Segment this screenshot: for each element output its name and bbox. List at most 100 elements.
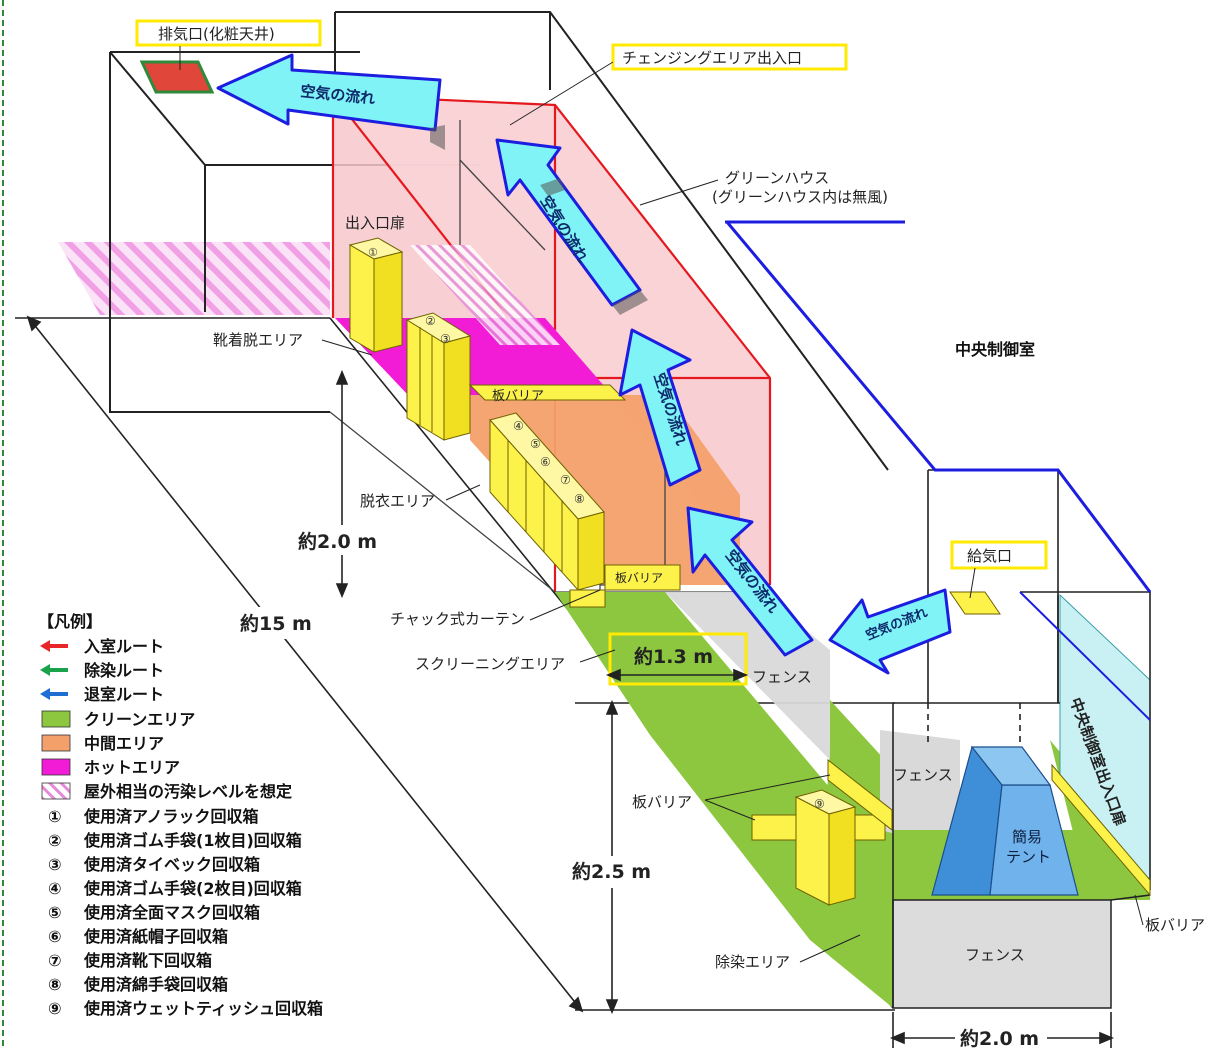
air-flow-arrow-diag-3 [686,506,814,657]
air-supply-vent [949,591,1001,615]
legend-item-2: ② 使用済ゴム手袋(1枚目)回収箱 [48,831,302,850]
svg-text:使用済全面マスク回収箱: 使用済全面マスク回収箱 [83,903,260,922]
arrow-shadows [430,125,648,315]
plate-barrier-label-4: 板バリア [1145,916,1205,934]
svg-text:退室ルート: 退室ルート [84,685,164,704]
legend-route-exit: 退室ルート [40,685,164,704]
svg-text:屋外相当の汚染レベルを想定: 屋外相当の汚染レベルを想定 [84,782,292,801]
route-line-main [725,221,1152,593]
fence-label-3: フェンス [965,946,1025,964]
bin-number-1: ① [368,246,378,259]
supply-leader [969,567,976,599]
bin-1 [348,237,404,353]
greenhouse-label-1: グリーンハウス [725,169,829,187]
decon-area-label: 除染エリア [715,953,790,971]
central-control-label: 中央制御室 [955,340,1035,359]
fence-label-2: フェンス [893,766,953,784]
dim-15m-bg [232,607,322,639]
exhaust-label: 排気口(化粧天井) [158,25,275,43]
bin-4-8 [489,412,605,592]
legend-area-outdoor: 屋外相当の汚染レベルを想定 [41,782,292,801]
svg-text:クリーンエリア: クリーンエリア [84,710,195,729]
bin-number-9: ⑨ [814,797,825,811]
svg-text:ホットエリア: ホットエリア [84,758,180,777]
bin-number-6: ⑥ [540,455,551,469]
dim-height-2m: 約2.0 m [298,530,377,553]
width-1-3m-box [608,632,748,686]
simple-tent-label-1: 簡易 [1012,828,1042,846]
bin-number-2: ② [425,314,436,328]
simple-tent-label-2: テント [1006,848,1051,866]
legend-area-clean: クリーンエリア [41,710,195,729]
simple-tent-top [970,746,1052,786]
zipper-curtain-leader [529,589,601,621]
zipper-curtain-label: チャック式カーテン [390,610,525,628]
changing-entrance-box [611,43,848,71]
legend-area-intermediate: 中間エリア [41,734,164,753]
changing-entrance-label: チェンジングエリア出入口 [622,49,802,67]
shoe-area-leader [321,339,373,356]
bin-9 [794,789,857,906]
dim-height-2-5m: 約2.5 m [572,860,651,883]
air-supply-label: 給気口 [967,547,1012,565]
svg-text:②: ② [48,831,62,850]
svg-text:使用済ゴム手袋(2枚目)回収箱: 使用済ゴム手袋(2枚目)回収箱 [83,879,302,898]
exhaust-label-box [135,19,322,47]
undress-area-label: 脱衣エリア [360,492,435,510]
dim-width-2m: 約2.0 m [960,1027,1039,1050]
legend-item-5: ⑤ 使用済全面マスク回収箱 [48,903,260,922]
greenhouse-ceiling [333,95,770,378]
legend-item-6: ⑥ 使用済紙帽子回収箱 [48,927,228,946]
svg-text:使用済綿手袋回収箱: 使用済綿手袋回収箱 [83,975,228,994]
legend-area-hot: ホットエリア [41,758,180,777]
legend-route-entry: 入室ルート [40,637,164,656]
legend-item-4: ④ 使用済ゴム手袋(2枚目)回収箱 [48,879,302,898]
plate-barrier-leader-3b [704,774,831,801]
decon-area-leader [799,934,861,963]
outdoor-contamination-zone [58,242,330,315]
legend-item-8: ⑧ 使用済綿手袋回収箱 [48,975,228,994]
legend-item-3: ③ 使用済タイベック回収箱 [48,855,260,874]
fence-box [892,899,1112,1009]
air-flow-arrow-top [216,53,442,132]
svg-text:中間エリア: 中間エリア [84,734,164,753]
changing-entrance-leader [509,61,614,126]
svg-text:使用済タイベック回収箱: 使用済タイベック回収箱 [83,855,260,874]
plate-barrier-label-3: 板バリア [632,793,692,811]
undress-area-leader [445,484,481,501]
dim-length-15m: 約15 m [240,612,312,635]
air-flow-arrows [216,53,952,675]
plate-barriers [468,384,1151,897]
svg-text:⑥: ⑥ [48,927,62,946]
greenhouse-leader [639,179,719,206]
legend-item-7: ⑦ 使用済靴下回収箱 [48,951,212,970]
svg-text:⑦: ⑦ [48,951,62,970]
plate-barrier-leader-4 [1134,894,1144,926]
legend-item-1: ① 使用済アノラック回収箱 [48,807,259,826]
exhaust-vent [139,60,215,94]
svg-text:⑤: ⑤ [48,903,62,922]
plate-barrier-leader-3a [704,799,756,821]
dim-width-1-3m: 約1.3 m [634,645,713,668]
svg-text:入室ルート: 入室ルート [84,637,164,656]
plate-barrier-label-2: 板バリア [615,571,663,585]
screening-area-label: スクリーニングエリア [415,655,565,673]
collection-bins [348,237,857,906]
svg-text:除染ルート: 除染ルート [84,661,164,680]
legend-item-9: ⑨ 使用済ウェットティッシュ回収箱 [48,999,323,1018]
svg-text:③: ③ [48,855,62,874]
svg-text:使用済紙帽子回収箱: 使用済紙帽子回収箱 [83,927,228,946]
clean-area-floor [555,592,893,1008]
bin-2-3 [405,312,472,441]
svg-text:⑨: ⑨ [48,999,62,1018]
dim-2m-bg [290,525,390,555]
svg-text:使用済靴下回収箱: 使用済靴下回収箱 [83,951,212,970]
screening-area-leader [579,649,616,663]
greenhouse-label-2: (グリーンハウス内は無風) [712,188,888,206]
dim-2-5m-bg [566,856,660,888]
air-flow-arrow-diag-2 [618,328,702,487]
bin-number-8: ⑧ [574,492,585,506]
entrance-door-label: 出入口扉 [345,214,405,232]
door-hatch-zone [410,245,560,345]
shoe-area-label: 靴着脱エリア [213,331,303,349]
